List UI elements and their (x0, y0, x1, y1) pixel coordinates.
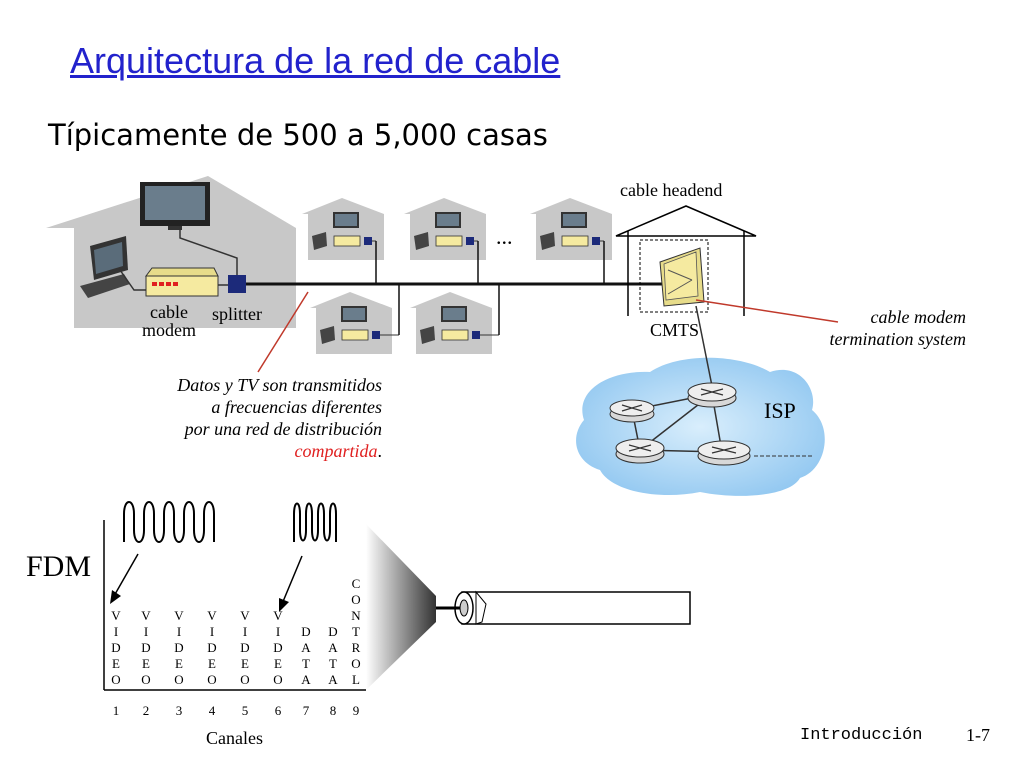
cable-modem-icon (145, 267, 219, 297)
small-house-4 (310, 284, 400, 354)
caption-highlight: compartida (294, 441, 378, 461)
tv-icon (140, 182, 210, 230)
cmts-icon (659, 247, 705, 307)
footer-section: Introducción (800, 726, 923, 745)
fdm-channel-3-label: V I D E O (174, 608, 184, 687)
fdm-channel-4-number: 4 (208, 703, 216, 718)
fdm-channel-7-label: D A T A (301, 624, 311, 687)
caption-line: compartida. (100, 440, 383, 462)
fdm-channel-8-number: 8 (329, 703, 337, 718)
cable-headend-label: cable headend (620, 180, 723, 200)
cable-headend (615, 205, 757, 316)
router-icon (615, 438, 665, 464)
splitter-label: splitter (212, 304, 262, 324)
small-house-3 (530, 198, 612, 284)
fdm-channel-9-label: C O N T R O L (351, 576, 361, 687)
arrow-to-channel-1 (113, 553, 139, 597)
isp-cloud (576, 305, 825, 496)
fdm-channel-7-number: 7 (302, 703, 310, 718)
fdm-signal-low (123, 501, 215, 543)
caption-pointer (257, 291, 309, 373)
fdm-channel-3-number: 3 (175, 703, 183, 718)
fdm-channel-2-number: 2 (142, 703, 150, 718)
caption-line: a frecuencias diferentes (211, 397, 382, 417)
small-house-1 (302, 198, 384, 284)
coax-cable-icon (436, 590, 691, 625)
router-icon (609, 399, 655, 423)
cmts-label: CMTS (650, 320, 700, 340)
small-house-2 (404, 198, 486, 284)
arrow-to-channel-6 (281, 555, 303, 605)
caption-line: por una red de distribución (184, 419, 382, 439)
slide-subtitle: Típicamente de 500 a 5,000 casas (48, 118, 548, 152)
fdm-channel-5-label: V I D E O (240, 608, 250, 687)
fdm-axis-label: Canales (206, 728, 263, 748)
fdm-channel-8-label: D A T A (328, 624, 338, 687)
distribution-caption: Datos y TV son transmitidos a frecuencia… (100, 374, 382, 462)
cable-modem-label: cable modem (142, 302, 196, 340)
fdm-label: FDM (26, 550, 92, 583)
fdm-signal-high (293, 502, 337, 542)
fdm-channel-6-number: 6 (274, 703, 282, 718)
fdm-channel-6-label: V I D E O (273, 608, 283, 687)
router-icon (697, 440, 751, 466)
fdm-channel-1-number: 1 (112, 703, 120, 718)
cmts-pointer (695, 299, 839, 323)
cmts-description: cable modem termination system (829, 307, 967, 349)
fdm-channel-9-number: 9 (352, 703, 360, 718)
splitter-icon (228, 275, 246, 293)
more-houses-ellipsis: ... (496, 224, 513, 249)
caption-period: . (377, 441, 383, 461)
router-icon (687, 382, 737, 408)
slide-title: Arquitectura de la red de cable (70, 40, 561, 81)
isp-label: ISP (764, 398, 796, 423)
computer-icon (80, 236, 130, 298)
small-house-5 (410, 284, 500, 354)
big-house (46, 176, 296, 328)
fdm-channel-2-label: V I D E O (141, 608, 151, 687)
caption-line: Datos y TV son transmitidos (177, 375, 382, 395)
fdm-channel-1-label: V I D E O (111, 608, 121, 687)
fdm-channel-4-label: V I D E O (207, 608, 217, 687)
fdm-cone (366, 524, 436, 690)
page-number: 1-7 (966, 725, 990, 745)
fdm-channel-5-number: 5 (241, 703, 249, 718)
